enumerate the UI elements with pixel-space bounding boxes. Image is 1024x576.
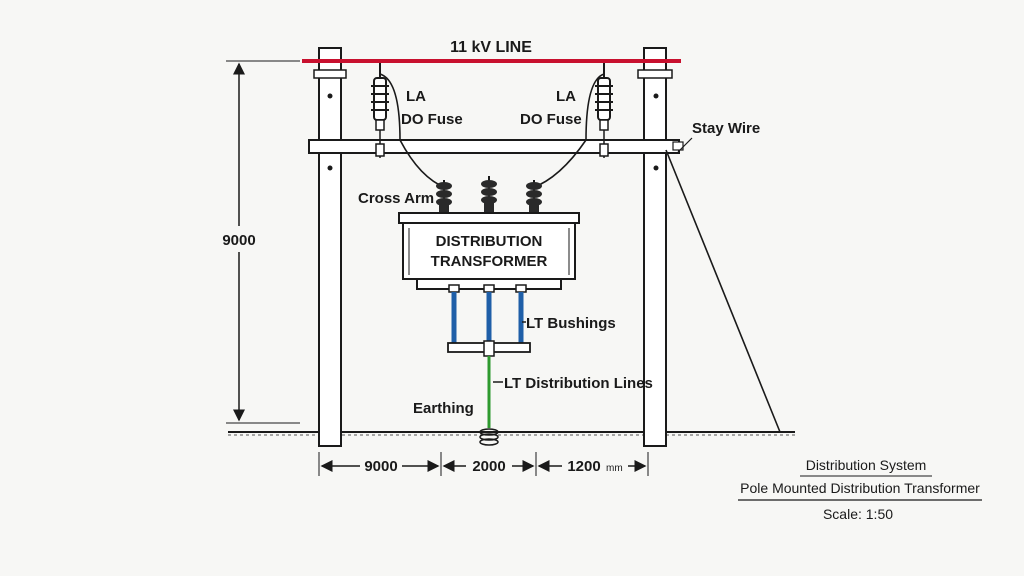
span-right-value: 1200 — [567, 458, 600, 475]
height-dimension: 9000 — [222, 60, 300, 424]
hv-line-label: 11 kV LINE — [450, 39, 532, 56]
fuse-left-label: DO Fuse — [401, 111, 463, 128]
lt-bushings-label: LT Bushings — [526, 315, 616, 332]
ht-drop-leads — [379, 73, 605, 189]
earthing-wire — [479, 356, 499, 446]
dimension-unit: mm — [606, 463, 623, 474]
span-mid-value: 2000 — [472, 458, 505, 475]
span-dimensions: 9000 2000 1200 mm — [318, 452, 649, 476]
right-pole-cap — [637, 69, 673, 79]
lightning-arrester-right — [595, 63, 613, 158]
transformer-label-line1: DISTRIBUTION — [436, 233, 543, 250]
stay-wire — [665, 137, 781, 433]
hv-line: 11 kV LINE — [302, 39, 681, 63]
lt-bus-bar — [447, 340, 531, 357]
la-left-label: LA — [406, 88, 426, 105]
span-left-value: 9000 — [364, 458, 397, 475]
ht-bushings — [436, 176, 542, 215]
stay-wire-label: Stay Wire — [692, 120, 760, 137]
title-block-line1: Distribution System — [806, 457, 927, 473]
fuse-right-label: DO Fuse — [520, 111, 582, 128]
lt-bushings-callout: LT Bushings — [522, 315, 616, 332]
title-block-line2: Pole Mounted Distribution Transformer — [740, 480, 980, 496]
title-block: Distribution System Pole Mounted Distrib… — [738, 457, 982, 522]
distribution-transformer: DISTRIBUTION TRANSFORMER — [398, 212, 580, 290]
height-dimension-value: 9000 — [222, 232, 255, 249]
left-pole-cap — [313, 69, 347, 79]
lightning-arrester-left — [371, 63, 389, 158]
la-right-label: LA — [556, 88, 576, 105]
title-block-line3: Scale: 1:50 — [823, 506, 893, 522]
lt-lines-label: LT Distribution Lines — [504, 375, 653, 392]
lt-bushings — [448, 284, 527, 343]
transformer-label-line2: TRANSFORMER — [431, 253, 548, 270]
cross-arm-label: Cross Arm — [358, 190, 434, 207]
lt-lines-callout: LT Distribution Lines — [493, 375, 653, 392]
ground — [228, 431, 795, 436]
earthing-label: Earthing — [413, 400, 474, 417]
cross-arm — [308, 139, 684, 154]
left-pole — [318, 47, 342, 447]
